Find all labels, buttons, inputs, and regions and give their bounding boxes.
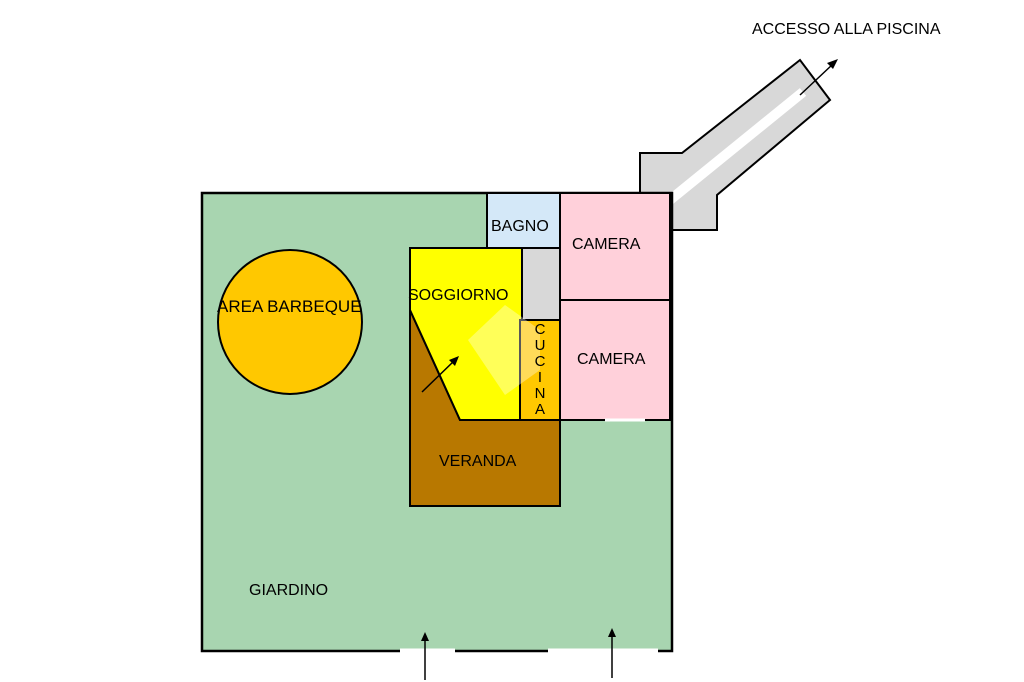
cucina-letter: U [535,337,546,354]
cucina-letter: A [535,401,545,418]
giardino-label: GIARDINO [249,582,328,599]
corridor-center-stripe [666,88,807,204]
watermark-logo [468,305,540,395]
cucina-letter: I [538,369,542,386]
area-barbeque-label: AREA BARBEQUE [217,297,362,316]
cucina-letter: N [535,385,546,402]
camera-bottom-label: CAMERA [577,351,646,368]
pool-access-label: ACCESSO ALLA PISCINA [752,21,941,38]
cucina-letter: C [535,321,546,338]
soggiorno-room [409,247,523,421]
garden-entrance-arrow-left [421,632,429,680]
camera-bottom-room [559,299,671,421]
cucina-label: C U C I N A [535,321,546,418]
pool-access-arrow [799,59,838,96]
soggiorno-label: SOGGIORNO [408,287,508,304]
garden-entrance-arrow-right [608,628,616,678]
area-barbeque-circle [217,249,363,395]
bagno-label: BAGNO [491,218,549,235]
entrance-arrow [421,356,459,393]
cucina-letter: C [535,353,546,370]
camera-top-label: CAMERA [572,236,641,253]
cucina-room [519,319,561,421]
camera-top-room [559,192,671,301]
veranda-label: VERANDA [439,453,517,470]
hallway [521,247,561,321]
